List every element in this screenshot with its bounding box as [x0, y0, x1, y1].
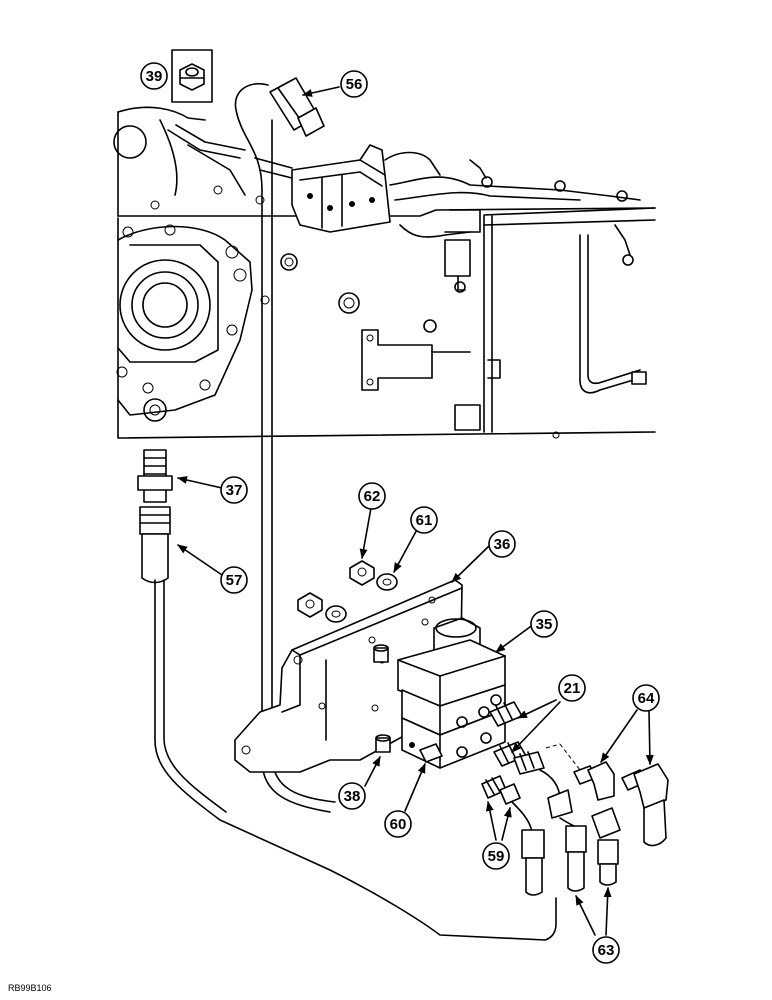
svg-text:64: 64 — [638, 690, 655, 707]
svg-text:57: 57 — [226, 572, 243, 589]
svg-text:61: 61 — [416, 512, 433, 529]
svg-text:59: 59 — [488, 848, 505, 865]
part-63-hoses — [511, 769, 621, 896]
callout-61: 61 — [410, 506, 438, 534]
part-56-fitting — [269, 77, 325, 137]
svg-text:62: 62 — [364, 488, 381, 505]
svg-text:56: 56 — [346, 76, 363, 93]
callout-36: 36 — [488, 530, 516, 558]
part-62-nut — [349, 560, 375, 586]
part-38-dowel — [373, 644, 391, 753]
callout-57: 57 — [220, 566, 248, 594]
part-60-plug — [419, 743, 443, 763]
callout-64: 64 — [632, 684, 660, 712]
part-59-fittings — [481, 775, 521, 805]
svg-text:60: 60 — [390, 816, 407, 833]
callout-56: 56 — [340, 70, 368, 98]
svg-text:38: 38 — [344, 788, 361, 805]
callout-62: 62 — [358, 482, 386, 510]
svg-text:63: 63 — [598, 942, 615, 959]
svg-text:39: 39 — [146, 68, 163, 85]
svg-text:36: 36 — [494, 536, 511, 553]
svg-text:21: 21 — [564, 680, 581, 697]
svg-text:35: 35 — [536, 616, 553, 633]
callout-59: 59 — [482, 842, 510, 870]
spare-nut-washer — [297, 592, 347, 623]
callout-21: 21 — [558, 674, 586, 702]
callout-37: 37 — [220, 476, 248, 504]
leader-lines — [177, 86, 654, 936]
callout-38: 38 — [338, 782, 366, 810]
svg-text:37: 37 — [226, 482, 243, 499]
callout-60: 60 — [384, 810, 412, 838]
part-64-elbows — [545, 743, 669, 847]
part-37-adapter — [137, 449, 173, 503]
part-39-nut — [171, 49, 213, 103]
callout-63: 63 — [592, 936, 620, 964]
part-35-valve — [397, 617, 506, 769]
part-61-washer — [376, 573, 398, 591]
callout-35: 35 — [530, 610, 558, 638]
callout-39: 39 — [140, 62, 168, 90]
image-code: RB99B106 — [8, 983, 52, 993]
part-21-fittings — [489, 701, 545, 775]
part-57-hose-end — [139, 506, 557, 941]
